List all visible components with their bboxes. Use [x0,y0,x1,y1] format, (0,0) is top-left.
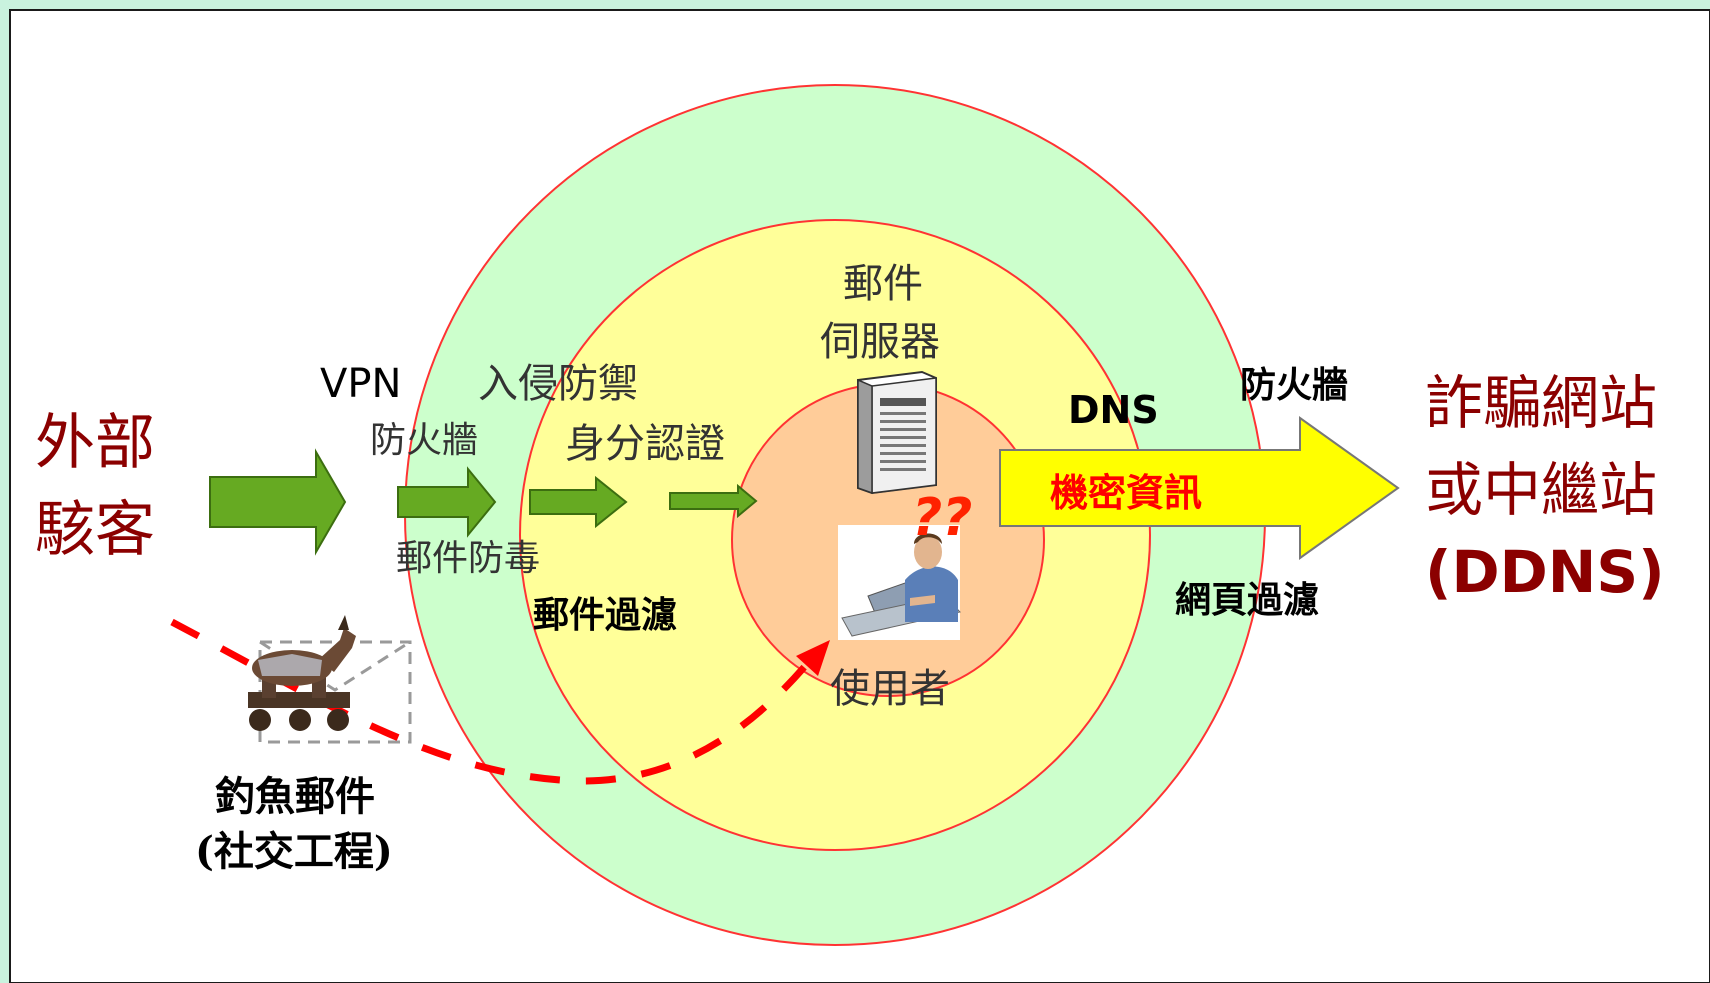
attack-arrow-3 [529,475,628,529]
intrusion-prevention-label: 入侵防禦 [478,361,638,407]
attack-arrow-2 [397,466,497,538]
phishing-path [170,618,815,785]
target-label-line2: 或中繼站 [1425,456,1657,524]
exfiltration-arrow [999,416,1400,560]
attack-arrow-1 [209,448,347,556]
phishing-arrowhead [796,640,830,676]
user-question-marks: ?? [912,488,972,548]
attack-arrow-4 [669,483,758,519]
phishing-label-line2: (社交工程) [195,828,393,875]
firewall-left-label: 防火牆 [370,420,478,461]
mail-server-label-line1: 郵件 [843,261,923,307]
mail-filter-label: 郵件過濾 [533,595,677,636]
mail-server-label-line2: 伺服器 [820,319,940,365]
firewall-right-label: 防火牆 [1240,365,1348,406]
outer-label-line1: 外部 [35,408,155,478]
vpn-label: VPN [320,361,401,407]
mail-antivirus-label: 郵件防毒 [396,538,540,579]
authentication-label: 身分認證 [565,421,725,467]
confidential-info-label: 機密資訊 [1050,471,1202,515]
outer-label-line2: 駭客 [35,495,155,565]
dns-label: DNS [1068,388,1159,432]
phishing-label-line1: 釣魚郵件 [215,773,375,820]
web-filter-label: 網頁過濾 [1175,580,1319,621]
target-label-line1: 詐騙網站 [1425,369,1657,437]
server-tower-icon [857,370,937,495]
target-label-line3: (DDNS) [1425,538,1665,606]
user-at-laptop-icon [838,525,961,640]
trojan-horse-icon [248,615,356,731]
user-label: 使用者 [830,666,950,712]
